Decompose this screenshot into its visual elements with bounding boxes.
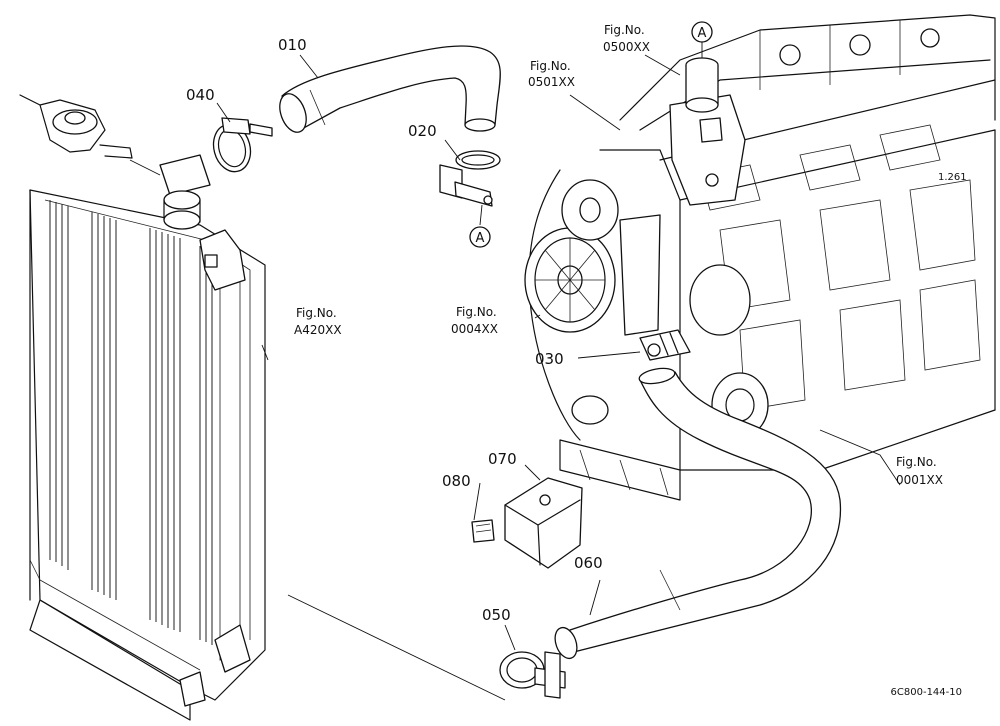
hose-clamp-040 (212, 117, 273, 173)
thermostat-housing (669, 57, 746, 206)
connector-mark-top-label: A (698, 26, 707, 41)
part-label-030: 030 (535, 350, 564, 368)
water-pump (524, 179, 619, 333)
connector-mark-bottom-label: A (476, 231, 485, 246)
part-label-080: 080 (442, 472, 471, 490)
radiator (19, 94, 266, 721)
part-label-010: 010 (278, 36, 307, 54)
hose-bracket-070 (504, 477, 583, 569)
part-label-070: 070 (488, 450, 517, 468)
hose-clamp-020 (439, 150, 501, 207)
part-label-060: 060 (574, 554, 603, 572)
fig-ref-engine-block-line1: Fig.No. (896, 455, 937, 469)
engine-model-cast: 1.261 (938, 172, 967, 183)
lower-hose (554, 367, 842, 660)
hose-clamp-050 (499, 651, 566, 699)
fig-ref-engine-block-line2: 0001XX (896, 473, 943, 487)
fig-ref-engine-block: Fig.No. 0001XX (896, 455, 943, 487)
hose-clamp-030 (639, 329, 691, 361)
bolt-080 (471, 519, 495, 543)
engine: 1.261 (524, 14, 996, 501)
fig-ref-radiator-line2: A420XX (294, 323, 342, 337)
fig-ref-thermostat-line1: Fig.No. (604, 23, 645, 37)
fig-ref-water-pump-line2: 0501XX (528, 75, 575, 89)
radiator-cap (19, 94, 133, 159)
upper-hose (279, 45, 501, 133)
fig-ref-thermostat-line2: 0500XX (603, 40, 650, 54)
part-label-050: 050 (482, 606, 511, 624)
connector-mark-bottom: A (469, 226, 491, 248)
leader-lines (129, 42, 901, 701)
drawing-code: 6C800-144-10 (891, 687, 962, 698)
fig-ref-water-pump-line1: Fig.No. (530, 59, 571, 73)
fig-ref-radiator-line1: Fig.No. (296, 306, 337, 320)
fig-ref-fan-line2: 0004XX (451, 322, 498, 336)
part-label-020: 020 (408, 122, 437, 140)
connector-mark-top: A (691, 21, 713, 43)
fig-ref-fan: Fig.No. 0004XX (451, 305, 498, 336)
fig-ref-fan-line1: Fig.No. (456, 305, 497, 319)
fig-ref-water-pump: Fig.No. 0501XX (528, 59, 575, 89)
fig-ref-thermostat: Fig.No. 0500XX (603, 23, 650, 54)
radiator-inlet-neck (159, 154, 211, 230)
part-label-040: 040 (186, 86, 215, 104)
fig-ref-radiator: Fig.No. A420XX (294, 306, 342, 337)
